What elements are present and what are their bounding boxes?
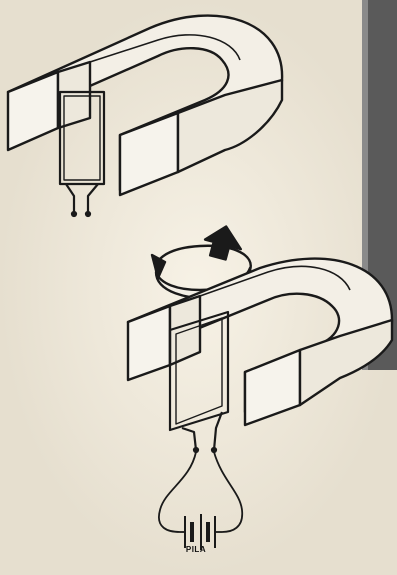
battery-label: PILA <box>176 545 216 554</box>
